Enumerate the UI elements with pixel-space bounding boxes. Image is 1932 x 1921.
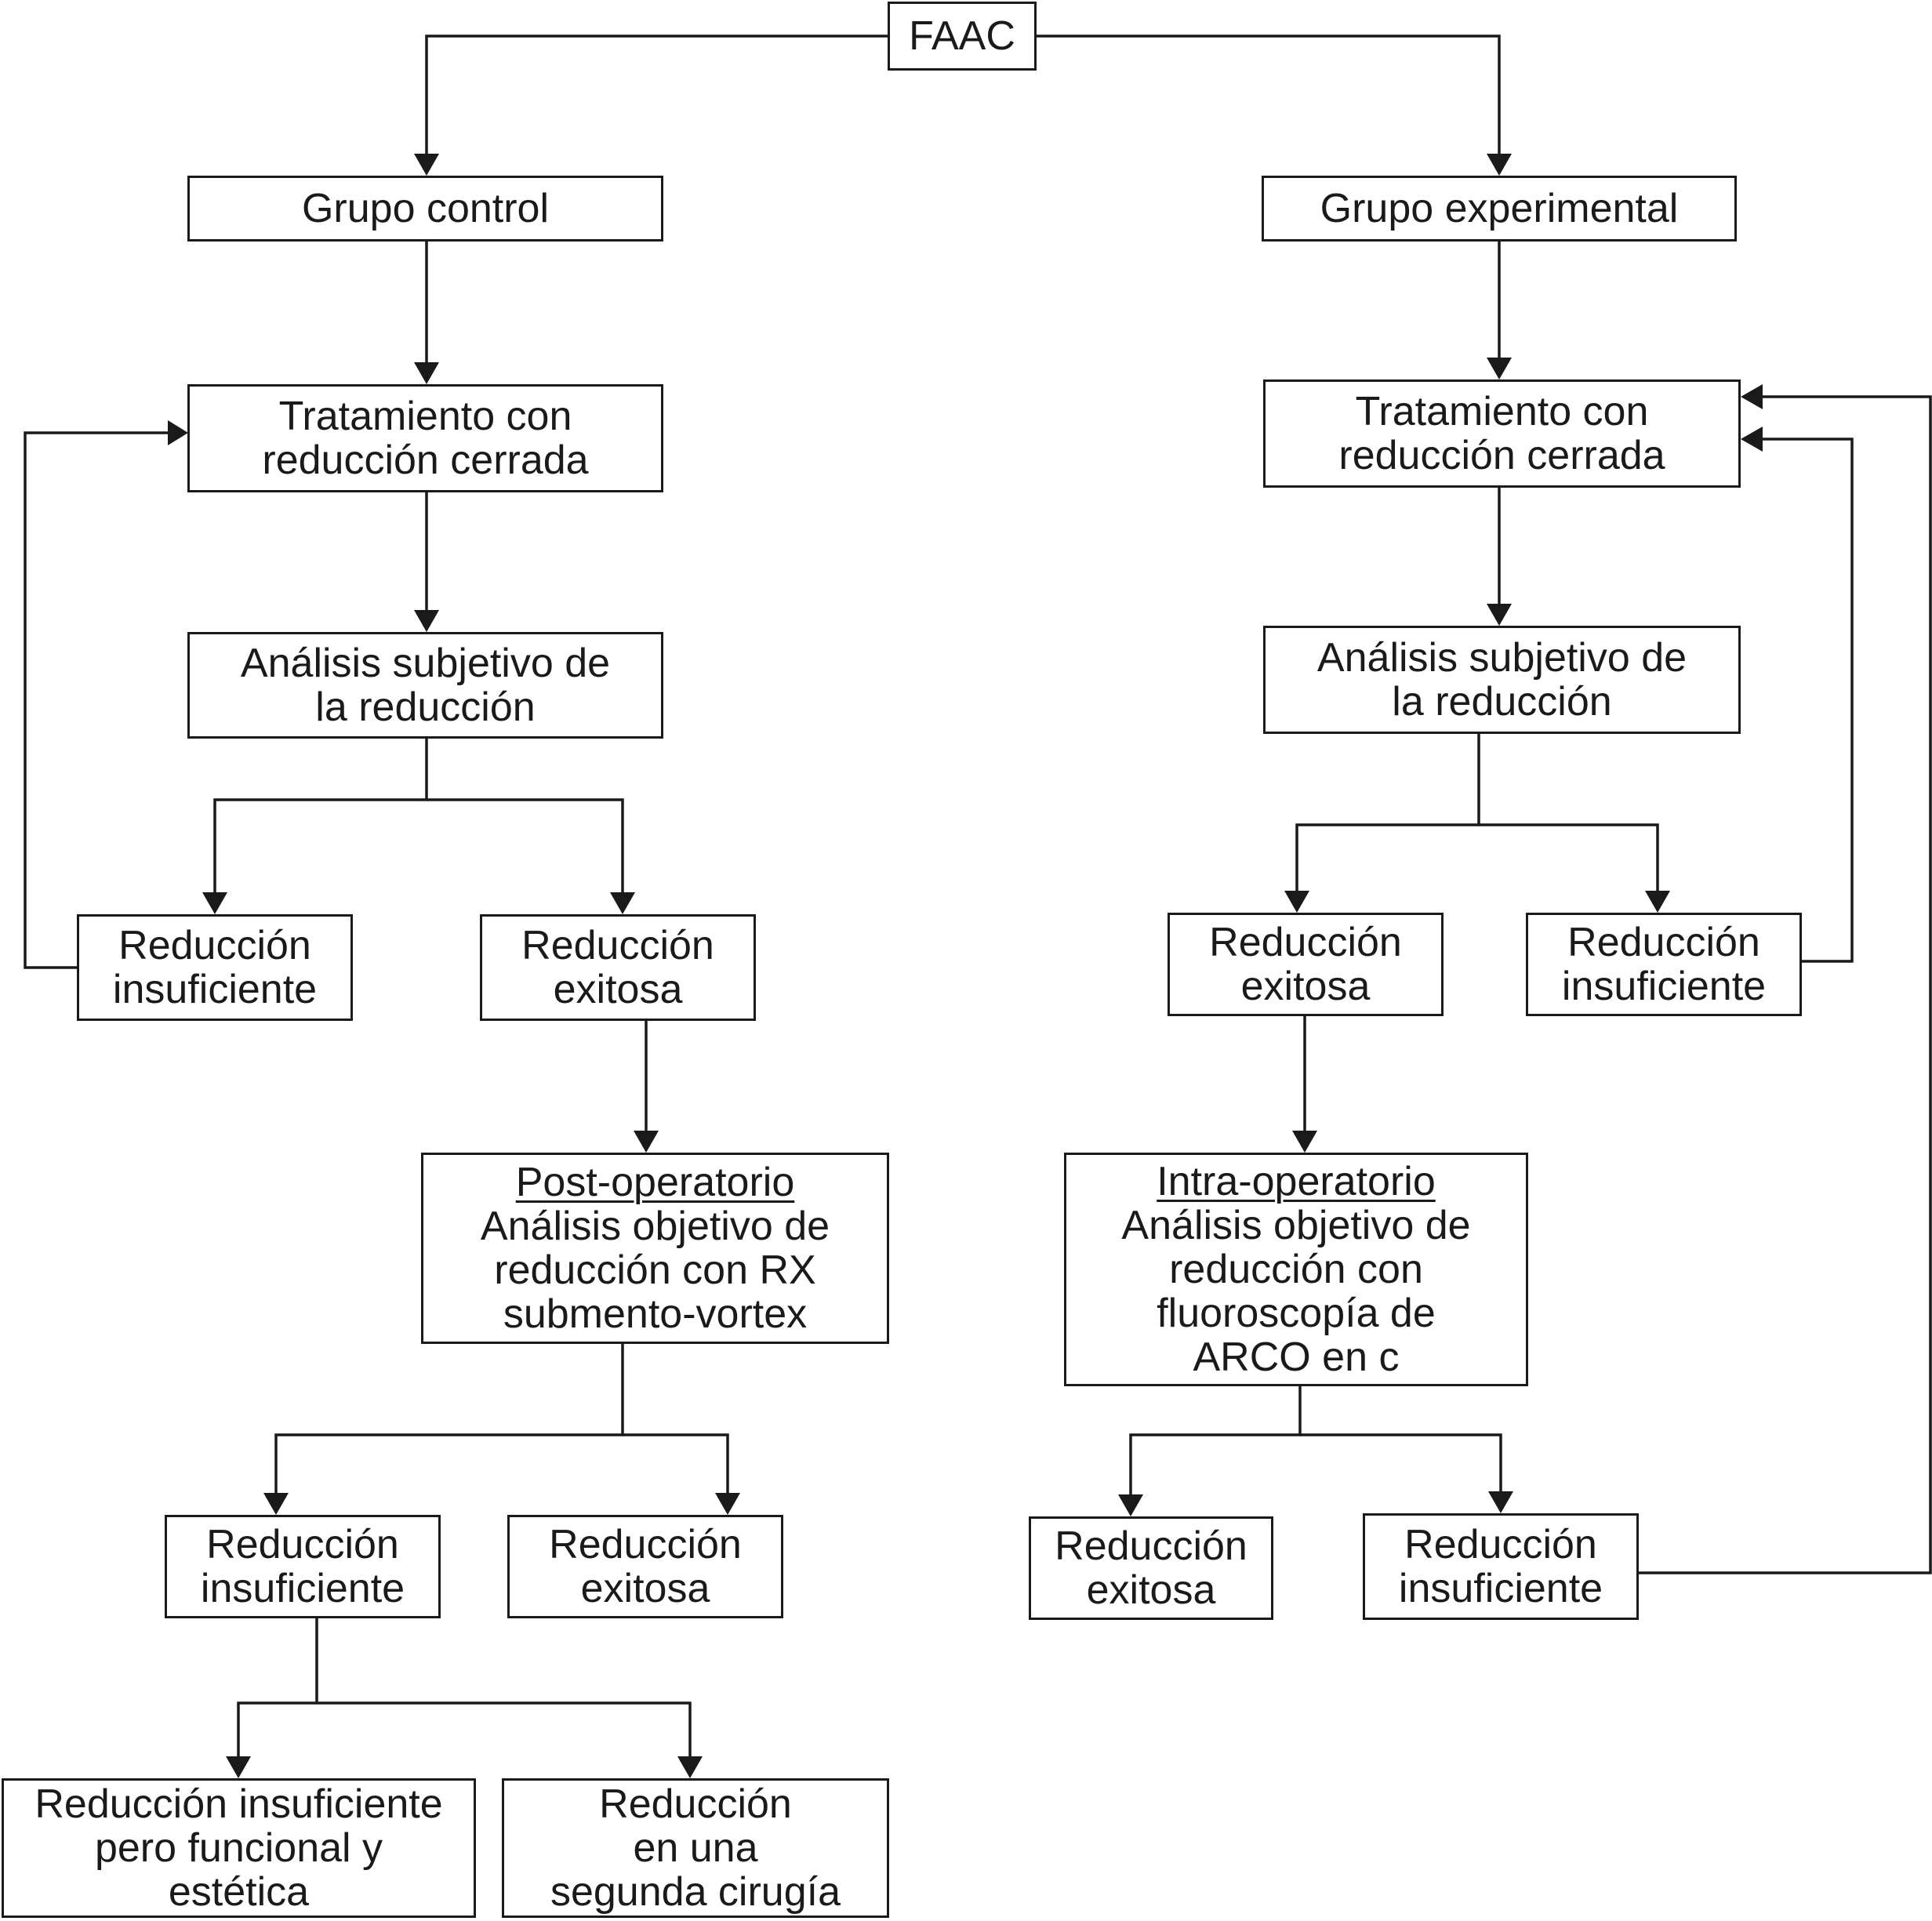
intra-insufficient-line-2: insuficiente (1398, 1566, 1603, 1611)
exp-subjective-node: Análisis subjetivo de la reducción (1263, 626, 1741, 734)
postop-line-3: submento-vortex (503, 1291, 808, 1337)
connector-exp-subjective-split (1295, 732, 1480, 892)
arrowhead-exp-loop-inner (1741, 427, 1763, 452)
second-surgery-line-2: en una (633, 1825, 758, 1871)
arrowhead-exp-treatment (1487, 358, 1512, 379)
control-success-line-2: exitosa (553, 967, 683, 1012)
post-insufficient-line-2: insuficiente (200, 1566, 405, 1611)
arrowhead-control-subjective (414, 610, 439, 632)
arrowhead-exp-success (1284, 891, 1309, 913)
exp-insufficient-line-1: Reducción (1567, 920, 1760, 965)
exp-treatment-line-1: Tratamiento con (1355, 389, 1649, 434)
experimental-group-label: Grupo experimental (1320, 186, 1679, 231)
control-insufficient-line-2: insuficiente (112, 967, 318, 1012)
arrowhead-exp-loop-outer (1741, 384, 1763, 409)
control-postop-node: Post-operatorio Análisis objetivo de red… (421, 1153, 889, 1344)
control-subjective-line-1: Análisis subjetivo de (240, 641, 611, 686)
connector-post-insufficient-split-second (317, 1701, 692, 1758)
exp-success-line-2: exitosa (1240, 964, 1371, 1009)
post-success-line-2: exitosa (580, 1566, 710, 1611)
experimental-group-node: Grupo experimental (1262, 176, 1737, 241)
connector-post-insufficient-split (237, 1617, 318, 1758)
control-success-line-1: Reducción (521, 923, 714, 968)
post-insufficient-node: Reducción insuficiente (165, 1515, 441, 1618)
functional-outcome-node: Reducción insuficiente pero funcional y … (2, 1778, 476, 1918)
arrowhead-experimental-group (1487, 154, 1512, 176)
exp-insufficient-line-2: insuficiente (1561, 964, 1767, 1009)
arrowhead-control-group (414, 154, 439, 176)
control-insufficient-line-1: Reducción (118, 923, 311, 968)
arrowhead-control-treatment (414, 362, 439, 384)
intra-success-node: Reducción exitosa (1029, 1516, 1273, 1620)
exp-treatment-node: Tratamiento con reducción cerrada (1263, 379, 1741, 488)
arrowhead-control-insufficient (202, 892, 227, 914)
connector-exp-loop-outer (1639, 395, 1932, 1574)
control-treatment-node: Tratamiento con reducción cerrada (187, 384, 663, 492)
functional-line-1: Reducción insuficiente (34, 1781, 443, 1827)
arrowhead-control-success (610, 892, 635, 914)
connector-root-experimental (1037, 34, 1501, 157)
control-subjective-node: Análisis subjetivo de la reducción (187, 632, 663, 739)
control-success-node: Reducción exitosa (480, 914, 756, 1021)
postop-line-1: Análisis objetivo de (480, 1204, 830, 1249)
control-group-node: Grupo control (187, 176, 663, 241)
arrowhead-post-success (715, 1493, 740, 1515)
connector-root-control (425, 34, 888, 157)
arrowhead-exp-subjective (1487, 604, 1512, 626)
connector-control-subjective-split (213, 738, 428, 894)
exp-subjective-line-1: Análisis subjetivo de (1316, 635, 1687, 681)
exp-success-node: Reducción exitosa (1168, 913, 1444, 1016)
connector-intraop-split-insufficient (1300, 1433, 1502, 1493)
intraop-line-3: fluoroscopía de (1157, 1291, 1436, 1336)
second-surgery-node: Reducción en una segunda cirugía (502, 1778, 889, 1918)
connector-postop-split (274, 1342, 624, 1494)
control-insufficient-node: Reducción insuficiente (77, 914, 353, 1021)
arrowhead-intra-success (1118, 1494, 1143, 1516)
intra-success-line-2: exitosa (1086, 1567, 1216, 1613)
connector-control-loop-back (24, 431, 171, 969)
intraop-title: Intra-operatorio (1157, 1159, 1436, 1204)
post-success-line-1: Reducción (549, 1522, 742, 1567)
connector-exp-loop-inner (1761, 438, 1854, 963)
connector-postop-split-success (623, 1433, 729, 1494)
arrowhead-second-surgery (677, 1756, 703, 1778)
arrowhead-control-postop (634, 1131, 659, 1153)
second-surgery-line-3: segunda cirugía (550, 1869, 841, 1915)
functional-line-2: pero funcional y (94, 1825, 383, 1871)
arrowhead-exp-insufficient (1645, 891, 1670, 913)
connector-exp-split-insufficient (1479, 823, 1659, 892)
post-insufficient-line-1: Reducción (206, 1522, 399, 1567)
control-group-label: Grupo control (301, 186, 550, 231)
exp-intraop-node: Intra-operatorio Análisis objetivo de re… (1064, 1153, 1528, 1386)
second-surgery-line-1: Reducción (599, 1781, 792, 1827)
exp-insufficient-node: Reducción insuficiente (1526, 913, 1802, 1016)
control-treatment-line-1: Tratamiento con (278, 394, 572, 439)
connector-control-split-success (427, 798, 624, 894)
arrowhead-control-loop (168, 420, 188, 445)
arrowhead-functional (226, 1756, 251, 1778)
intra-success-line-1: Reducción (1055, 1523, 1247, 1569)
intraop-line-1: Análisis objetivo de (1121, 1203, 1471, 1248)
intra-insufficient-line-1: Reducción (1404, 1522, 1597, 1567)
postop-line-2: reducción con RX (494, 1247, 816, 1293)
intraop-line-2: reducción con (1169, 1247, 1423, 1292)
intra-insufficient-node: Reducción insuficiente (1363, 1513, 1639, 1620)
arrowhead-post-insufficient (263, 1493, 289, 1515)
intraop-line-4: ARCO en c (1193, 1335, 1400, 1380)
arrowhead-exp-intraop (1292, 1131, 1317, 1153)
control-treatment-line-2: reducción cerrada (262, 438, 589, 483)
postop-title: Post-operatorio (515, 1160, 795, 1205)
control-subjective-line-2: la reducción (315, 685, 536, 730)
connector-intraop-split (1129, 1385, 1302, 1496)
exp-treatment-line-2: reducción cerrada (1338, 433, 1665, 478)
arrowhead-intra-insufficient (1488, 1491, 1513, 1513)
exp-subjective-line-2: la reducción (1392, 679, 1612, 724)
functional-line-3: estética (168, 1869, 310, 1915)
exp-success-line-1: Reducción (1209, 920, 1402, 965)
post-success-node: Reducción exitosa (507, 1515, 783, 1618)
root-node: FAAC (888, 2, 1037, 71)
root-label: FAAC (909, 13, 1015, 59)
